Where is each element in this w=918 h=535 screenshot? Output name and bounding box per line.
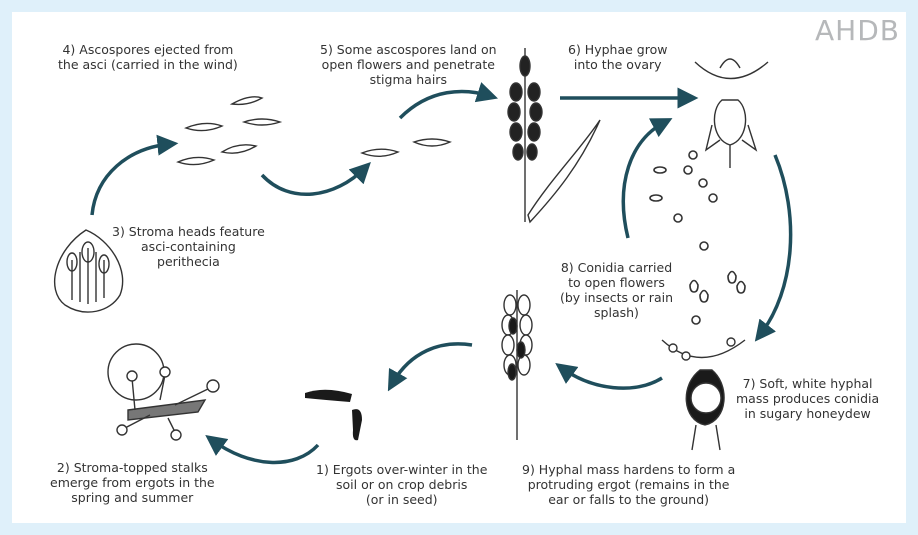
ovary-flower-drawing xyxy=(695,59,768,168)
step-5-label: 5) Some ascospores land on open flowers … xyxy=(320,42,497,87)
step-7-label: 7) Soft, white hyphal mass produces coni… xyxy=(736,376,879,421)
ascospores-group xyxy=(178,97,450,165)
arrow-6-to-7 xyxy=(760,155,791,335)
ergots-drawing xyxy=(305,390,362,441)
step-2-label: 2) Stroma-topped stalks emerge from ergo… xyxy=(50,460,215,505)
step-3-label: 3) Stroma heads feature asci-containing … xyxy=(112,224,265,269)
step-8-label: 8) Conidia carried to open flowers (by i… xyxy=(560,260,673,320)
arrow-4-to-5 xyxy=(262,168,365,194)
infected-ear-drawing xyxy=(502,290,532,440)
arrow-9-to-1 xyxy=(392,344,472,384)
arrow-3-to-4 xyxy=(92,144,170,215)
stroma-stalks-drawing xyxy=(108,344,219,440)
step-1-label: 1) Ergots over-winter in the soil or on … xyxy=(316,462,487,507)
step-4-label: 4) Ascospores ejected from the asci (car… xyxy=(58,42,238,72)
arrow-8-conidia xyxy=(623,122,665,238)
ahdb-logo: AHDB xyxy=(815,14,900,47)
step-9-label: 9) Hyphal mass hardens to form a protrud… xyxy=(522,462,735,507)
arrow-1-to-2 xyxy=(212,440,318,462)
honeydew-flower-drawing xyxy=(662,338,745,450)
step-6-label: 6) Hyphae grow into the ovary xyxy=(568,42,667,72)
arrow-5-to-wheat xyxy=(400,91,490,118)
arrow-7-to-9 xyxy=(562,368,662,388)
wheat-ear-drawing xyxy=(508,48,600,222)
